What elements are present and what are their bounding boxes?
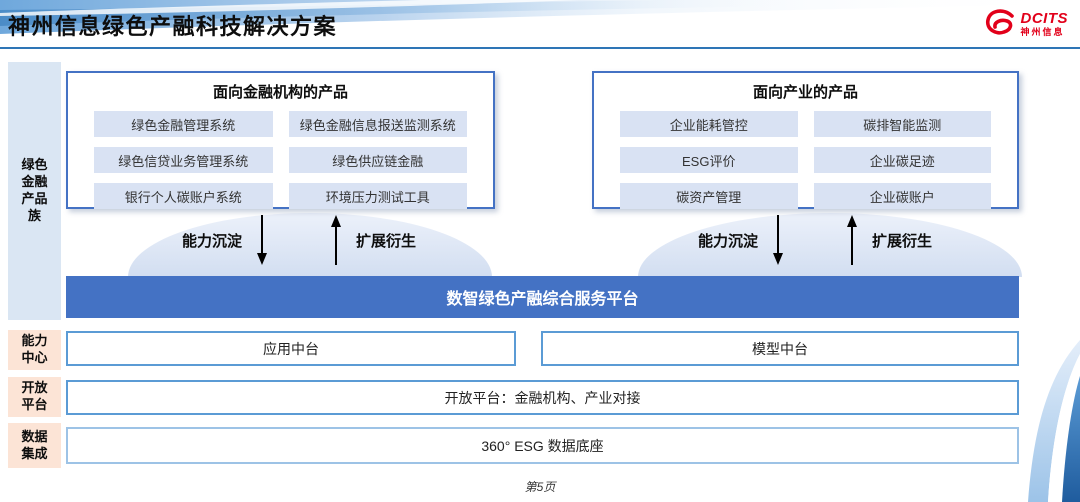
product-item: 企业能耗管控 [620,111,798,137]
product-item: 绿色金融管理系统 [94,111,273,137]
sidebar-label-line: 平台 [21,397,48,412]
product-item: 环境压力测试工具 [288,183,467,209]
esg-data-base-box: 360° ESG 数据底座 [66,427,1019,464]
up-arrow-icon [331,215,342,265]
expansion-derivation-label: 扩展衍生 [872,232,933,250]
product-box-title: 面向金融机构的产品 [212,84,348,101]
sidebar-label-line: 中心 [21,350,48,365]
dcits-swirl-icon [985,9,1014,35]
expansion-derivation-label: 扩展衍生 [356,232,417,250]
page-title: 神州信息绿色产融科技解决方案 [8,14,338,39]
product-items-grid: 企业能耗管控 碳排智能监测 ESG评价 企业碳足迹 碳资产管理 企业碳账户 [594,102,1017,209]
product-item: 绿色金融信息报送监测系统 [288,111,467,137]
product-box-financial-institutions: 面向金融机构的产品 绿色金融管理系统 绿色金融信息报送监测系统 绿色信贷业务管理… [66,71,495,209]
product-item: 碳排智能监测 [813,111,991,137]
logo-text: DCITS 神州信息 [1021,11,1069,37]
dcits-logo: DCITS 神州信息 [984,9,1069,39]
top-swoosh-decoration [0,0,1080,34]
capability-settling-label: 能力沉淀 [182,232,243,250]
down-arrow-icon [773,215,784,265]
capability-settling-label: 能力沉淀 [698,232,759,250]
open-platform-box: 开放平台：金融机构、产业对接 [66,380,1019,415]
sidebar-label-line: 能力 [21,333,48,349]
page-number: 第5页 [524,480,556,494]
platform-bar: 数智绿色产融综合服务平台 [66,276,1019,318]
arrow-group-left: 能力沉淀 扩展衍生 [182,212,416,268]
sidebar-label-capability-center: 能力 中心 [8,330,61,370]
sidebar-label-line: 集成 [21,445,48,461]
sidebar-label-line: 金融 [21,174,48,190]
logo-brand-cn: 神州信息 [1020,27,1065,37]
application-middle-platform-box: 应用中台 [66,331,516,366]
sidebar-label-line: 产品 [21,191,48,206]
down-arrow-icon [257,215,268,265]
product-item: 绿色供应链金融 [288,147,467,173]
corner-swoosh-decoration [1028,340,1080,502]
model-middle-platform-box: 模型中台 [541,331,1019,366]
sidebar-label-line: 开放 [21,380,48,396]
product-box-title: 面向产业的产品 [752,84,858,101]
product-item: 企业碳账户 [813,183,991,209]
up-arrow-icon [847,215,858,265]
arrow-group-right: 能力沉淀 扩展衍生 [698,212,932,268]
sidebar-label-line: 数据 [21,428,48,444]
product-item: 企业碳足迹 [813,147,991,173]
header-divider [0,47,1080,49]
sidebar-label-green-finance-product-family: 绿色 金融 产品 族 [8,62,61,320]
product-items-grid: 绿色金融管理系统 绿色金融信息报送监测系统 绿色信贷业务管理系统 绿色供应链金融… [68,102,493,209]
sidebar-label-line: 族 [27,207,41,223]
sidebar-label-open-platform: 开放 平台 [8,377,61,417]
product-item: ESG评价 [620,147,798,173]
sidebar-label-data-integration: 数据 集成 [8,423,61,468]
logo-brand: DCITS [1020,10,1068,27]
sidebar-label-line: 绿色 [21,157,48,173]
product-box-industry: 面向产业的产品 企业能耗管控 碳排智能监测 ESG评价 企业碳足迹 碳资产管理 … [592,71,1019,209]
product-item: 绿色信贷业务管理系统 [94,147,273,173]
product-item: 银行个人碳账户系统 [94,183,273,209]
product-item: 碳资产管理 [620,183,798,209]
